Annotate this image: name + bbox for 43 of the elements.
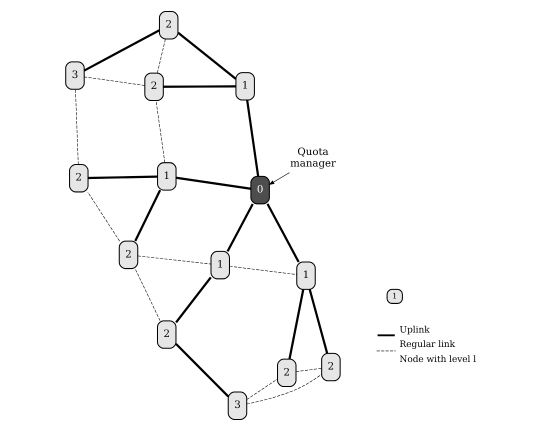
connector: [226, 203, 254, 252]
connector: [75, 88, 79, 164]
node-box: 2: [144, 72, 164, 101]
legend-label: Uplink: [400, 325, 430, 336]
legend-label: Node with level l: [400, 354, 476, 364]
connector: [88, 191, 120, 241]
legend-label: Regular link: [400, 340, 456, 350]
connector: [157, 38, 166, 73]
connector: [288, 288, 304, 359]
connector: [246, 374, 322, 404]
connector: [138, 255, 212, 264]
node-box: 2: [156, 320, 176, 348]
node-box: 2: [277, 358, 297, 387]
node-box: 1: [235, 72, 255, 100]
node-box: 2: [118, 240, 138, 269]
connector: [84, 28, 160, 72]
node-box: 2: [321, 352, 341, 381]
node-box: 2: [69, 164, 89, 192]
node-box: 0: [250, 175, 270, 204]
connector: [246, 378, 278, 400]
connector: [308, 288, 328, 353]
connector: [175, 276, 212, 323]
connector: [134, 189, 162, 241]
connector: [163, 84, 236, 88]
node-box: 3: [65, 60, 85, 90]
connector: [84, 76, 145, 86]
connector: [88, 174, 158, 179]
arrow: [268, 172, 290, 185]
node-box: 3: [228, 391, 248, 420]
connector: [246, 100, 260, 176]
node-box: 2: [158, 10, 178, 39]
node-box: 1: [296, 260, 316, 290]
connector: [266, 202, 300, 262]
node-text: Quota manager: [290, 146, 336, 170]
connector: [177, 31, 236, 80]
connector: [156, 100, 166, 162]
connector: [296, 368, 322, 372]
connector: [229, 265, 297, 274]
connector: [175, 342, 230, 397]
connector: [134, 268, 160, 320]
node-box: 1: [210, 250, 230, 279]
node-box: 1: [157, 162, 177, 190]
connector: [176, 176, 252, 190]
